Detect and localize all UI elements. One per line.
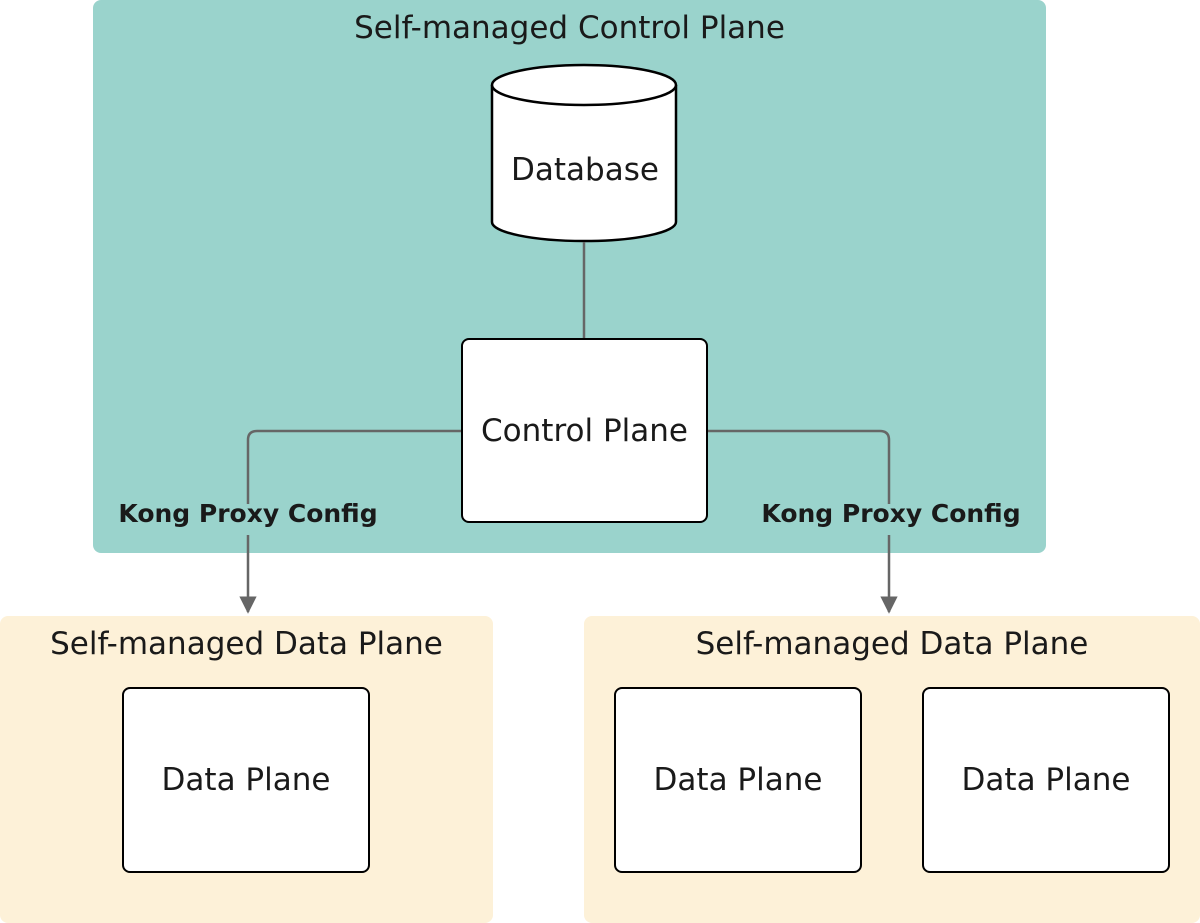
- data-plane-label: Data Plane: [961, 762, 1131, 798]
- data-plane-node: Data Plane: [614, 687, 862, 873]
- control-plane-node: Control Plane: [461, 338, 708, 523]
- connector-left: [246, 429, 461, 504]
- database-cylinder: [490, 63, 678, 243]
- data-plane-node: Data Plane: [922, 687, 1170, 873]
- data-plane-node: Data Plane: [122, 687, 370, 873]
- data-plane-label: Data Plane: [161, 762, 331, 798]
- data-plane-label: Data Plane: [653, 762, 823, 798]
- control-plane-label: Control Plane: [481, 412, 688, 449]
- data-plane-group-right-title: Self-managed Data Plane: [695, 626, 1089, 662]
- control-plane-group-title: Self-managed Control Plane: [354, 10, 785, 46]
- database-label: Database: [511, 152, 659, 188]
- connector-right: [708, 429, 891, 504]
- edge-label-right: Kong Proxy Config: [761, 499, 1021, 528]
- data-plane-group-left-title: Self-managed Data Plane: [50, 626, 443, 662]
- edge-label-left: Kong Proxy Config: [118, 499, 378, 528]
